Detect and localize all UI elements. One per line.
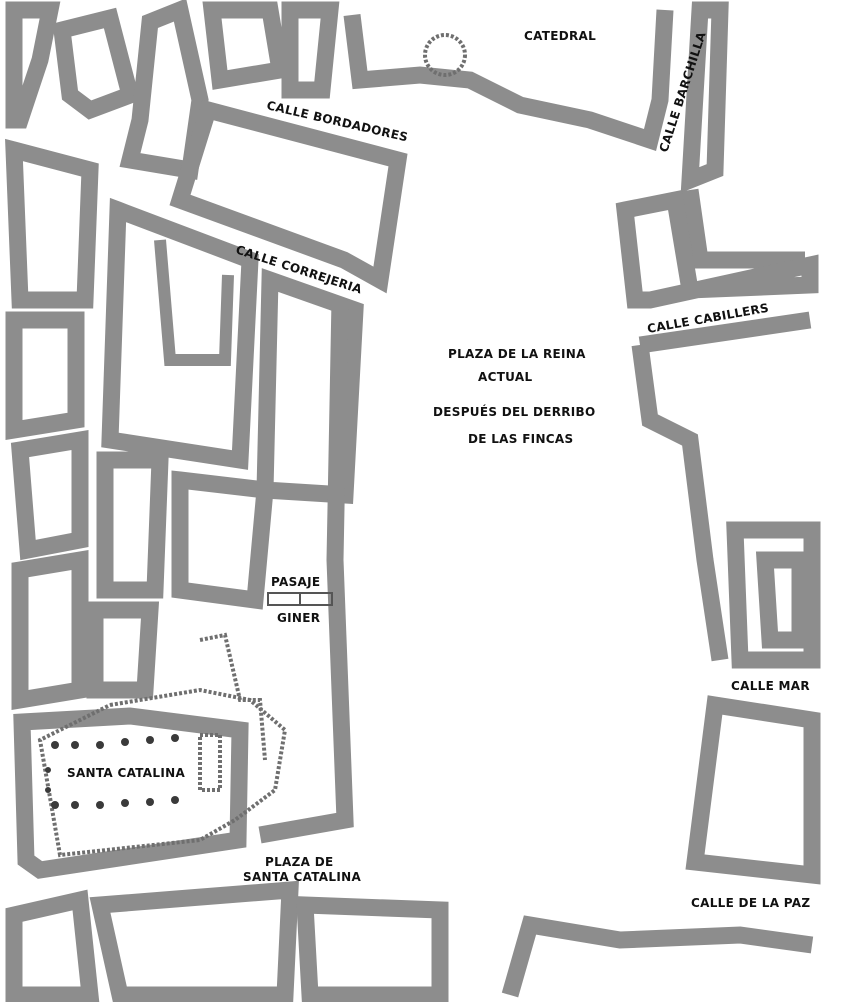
block-ne-1	[680, 1, 729, 193]
column	[71, 741, 79, 749]
label-plaza-reina-2: ACTUAL	[478, 370, 532, 384]
block-santa-catalina	[13, 707, 249, 879]
block-plaza-west-edge	[258, 299, 354, 844]
label-pasaje: PASAJE	[271, 575, 320, 589]
santa-catalina-plan	[37, 632, 288, 858]
church-outline	[37, 687, 288, 858]
label-plaza-sc-1: PLAZA DE	[265, 855, 333, 869]
block-nw-5	[281, 1, 340, 99]
block-east-1	[726, 521, 821, 669]
label-giner: GINER	[277, 611, 320, 625]
label-despues-2: DE LAS FINCAS	[468, 432, 573, 446]
block-east-2	[685, 695, 821, 885]
column	[121, 738, 129, 746]
block-south-1	[5, 889, 100, 1002]
column	[45, 767, 51, 773]
block-south-4	[501, 915, 814, 998]
label-calle-mar: CALLE MAR	[731, 679, 810, 693]
block-west-3	[10, 429, 89, 561]
block-nw-2	[52, 7, 141, 120]
building-blocks	[5, 0, 821, 1002]
block-nw-1	[5, 1, 61, 129]
column	[146, 798, 154, 806]
church-columns	[45, 734, 179, 809]
block-mid-3	[86, 601, 160, 699]
column	[96, 801, 104, 809]
block-correjeria-2	[256, 268, 364, 505]
block-cabillers-north	[615, 189, 819, 309]
block-mid-2	[171, 470, 275, 610]
column	[171, 796, 179, 804]
block-south-3	[295, 896, 449, 1002]
column	[71, 801, 79, 809]
label-santa-catalina: SANTA CATALINA	[67, 766, 185, 780]
church-transept	[199, 632, 267, 761]
block-south-2	[89, 880, 299, 1002]
block-west-4	[11, 549, 89, 711]
block-nw-4	[202, 1, 290, 90]
column	[96, 741, 104, 749]
block-plaza-east-edge	[631, 343, 729, 662]
catedral-apse-ring	[423, 33, 467, 77]
block-cabillers-south	[638, 311, 812, 354]
column	[45, 787, 51, 793]
block-bordadores	[169, 99, 408, 294]
block-west-1	[5, 138, 99, 309]
block-barchilla-east	[681, 188, 805, 269]
label-despues-1: DESPUÉS DEL DERRIBO	[433, 404, 596, 419]
column	[51, 801, 59, 809]
block-mid-1	[96, 451, 169, 599]
column	[121, 799, 129, 807]
block-catedral-edge	[343, 9, 674, 151]
label-calle-paz: CALLE DE LA PAZ	[691, 896, 810, 910]
church-chapel	[198, 733, 222, 792]
catedral-apse	[423, 33, 467, 77]
column	[146, 736, 154, 744]
label-plaza-sc-2: SANTA CATALINA	[243, 870, 361, 884]
block-west-2	[5, 311, 85, 440]
block-correjeria-inner	[154, 239, 234, 366]
column	[171, 734, 179, 742]
label-plaza-reina-1: PLAZA DE LA REINA	[448, 347, 586, 361]
label-catedral: CATEDRAL	[524, 29, 596, 43]
block-east-inner	[755, 551, 809, 649]
block-correjeria-1	[101, 197, 259, 470]
column	[51, 741, 59, 749]
